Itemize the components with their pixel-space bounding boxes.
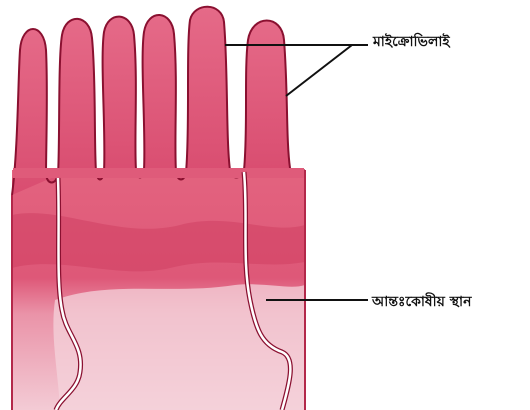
label-intercellular-space: আন্তঃকোষীয় স্থান — [372, 290, 471, 314]
pale-region — [53, 284, 305, 410]
label-microvilli: মাইক্রোভিলাই — [373, 30, 450, 54]
finger-base-join — [13, 168, 304, 178]
microvillus-5 — [186, 7, 244, 178]
microvilli-group — [12, 7, 305, 195]
microvillus-3 — [103, 17, 144, 178]
microvillus-4 — [143, 15, 186, 180]
microvillus-6 — [244, 21, 305, 174]
microvillus-2 — [58, 19, 104, 180]
